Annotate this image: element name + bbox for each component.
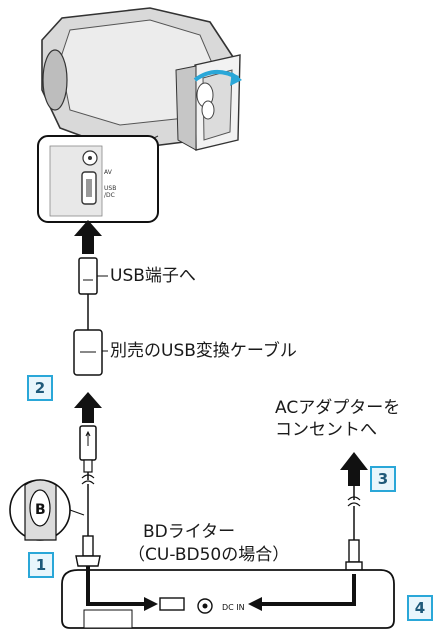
svg-text:DC IN: DC IN xyxy=(222,603,245,612)
step-3-badge: 3 xyxy=(370,466,396,492)
step-1-badge: 1 xyxy=(28,552,54,578)
arrow-right-usb-icon xyxy=(144,597,158,611)
usb-cable-label: 別売のUSB変換ケーブル xyxy=(110,341,297,361)
svg-text:B: B xyxy=(35,502,46,518)
camcorder-illustration xyxy=(41,7,242,151)
usb-route-line xyxy=(86,566,145,606)
bd-writer-label-2: （CU-BD50の場合） xyxy=(128,545,290,565)
arrow-left-dc-icon xyxy=(248,597,262,611)
usb-port-label: USB端子へ xyxy=(110,266,196,286)
bd-writer-device: DC IN xyxy=(61,569,395,629)
mini-usb-plug xyxy=(78,257,98,330)
ac-adapter-cable xyxy=(340,452,368,575)
usb-conversion-cable xyxy=(73,329,103,376)
step-2-badge: 2 xyxy=(27,375,53,401)
bd-writer-label-1: BDライター xyxy=(143,522,236,542)
arrow-up-camera-icon xyxy=(74,220,102,254)
step-4-badge: 4 xyxy=(407,595,433,621)
ac-adapter-label-1: ACアダプターを xyxy=(275,398,401,418)
bd-plug-closeup: B xyxy=(9,479,85,541)
dc-route-line xyxy=(262,574,356,606)
port-usb-text: USB xyxy=(104,185,116,192)
port-dc-text: /DC xyxy=(104,192,115,199)
camera-port-closeup xyxy=(37,135,159,223)
ac-adapter-label-2: コンセントへ xyxy=(275,420,377,440)
port-av-text: AV xyxy=(104,169,113,176)
arrow-up-cable-icon xyxy=(74,392,102,423)
usb-a-plug xyxy=(75,425,101,567)
